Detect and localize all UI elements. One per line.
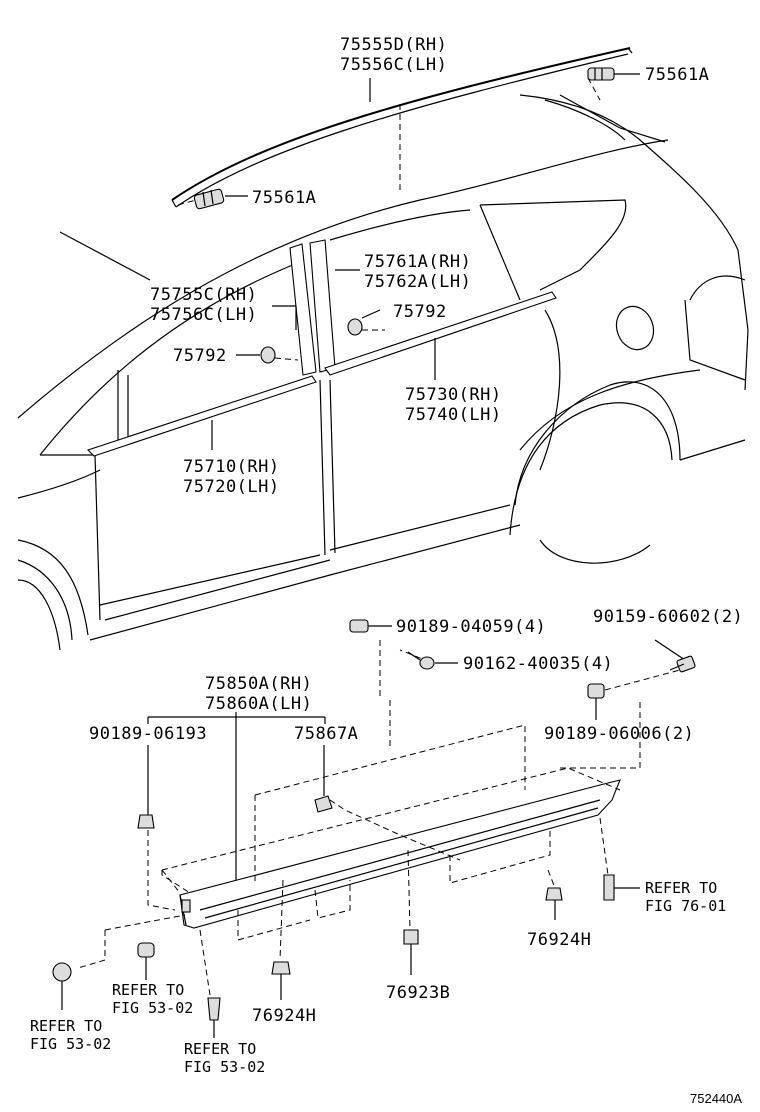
label-refer-53-b-line1: REFER TO	[112, 981, 184, 999]
label-refer-53-b-line2: FIG 53-02	[112, 999, 193, 1017]
label-90189-04059: 90189-04059(4)	[396, 617, 546, 637]
label-75761-rh: 75761A(RH)	[364, 252, 471, 272]
belt-molding-75730	[324, 291, 557, 380]
vehicle-body	[17, 94, 749, 651]
figure-id: 752440A	[690, 1091, 742, 1106]
clip-75867a	[314, 745, 333, 813]
label-refer-53-a-line2: FIG 53-02	[30, 1035, 111, 1053]
label-refer-53-c-line1: REFER TO	[184, 1040, 256, 1058]
part-labels: 75555D(RH) 75556C(LH) 75561A 75561A 7576…	[30, 35, 743, 1106]
screw-90162-40035	[407, 651, 458, 670]
label-refer-53-c-line2: FIG 53-02	[184, 1058, 265, 1076]
clip-75792-left	[236, 346, 299, 364]
rocker-molding-75850	[179, 779, 621, 929]
label-90162-40035: 90162-40035(4)	[463, 654, 613, 674]
label-75730-lh: 75740(LH)	[405, 405, 502, 425]
label-75710-lh: 75720(LH)	[183, 477, 280, 497]
label-76923b: 76923B	[386, 983, 450, 1003]
screw-refer-53-a	[52, 962, 72, 1010]
label-90189-06193: 90189-06193	[89, 724, 207, 744]
label-76924h-right: 76924H	[527, 930, 591, 950]
label-90189-06006: 90189-06006(2)	[544, 724, 694, 744]
label-75755-lh: 75756C(LH)	[150, 305, 257, 325]
roof-molding	[171, 47, 633, 208]
clip-75561a-left	[177, 188, 248, 210]
clip-90189-04059	[349, 619, 392, 633]
clip-75792-right	[347, 309, 385, 336]
screw-90159-60602	[654, 639, 696, 673]
callout-bracket-75850	[147, 712, 326, 880]
clip-76924h-left	[271, 961, 291, 1000]
label-75792-right: 75792	[393, 302, 447, 322]
screw-refer-53-c	[207, 997, 221, 1038]
clip-refer-53-b	[137, 942, 155, 980]
label-75850-lh: 75860A(LH)	[205, 694, 312, 714]
label-75555-rh: 75555D(RH)	[340, 35, 447, 55]
label-90159-60602: 90159-60602(2)	[593, 607, 743, 627]
label-76924h-left: 76924H	[252, 1006, 316, 1026]
label-75850-rh: 75850A(RH)	[205, 674, 312, 694]
label-75561a-left: 75561A	[252, 188, 316, 208]
clip-locator-lines	[77, 640, 681, 996]
label-75710-rh: 75710(RH)	[183, 457, 280, 477]
pillar-garnish-75755	[272, 243, 317, 376]
label-75755-rh: 75755C(RH)	[150, 285, 257, 305]
screw-refer-76	[603, 874, 640, 901]
clip-75561a-top	[587, 67, 640, 81]
label-75561a-top: 75561A	[645, 65, 709, 85]
label-75792-left: 75792	[173, 346, 227, 366]
clip-76923b	[403, 929, 419, 975]
label-75730-rh: 75730(RH)	[405, 385, 502, 405]
clip-90189-06193	[137, 745, 155, 829]
label-75867a: 75867A	[294, 724, 358, 744]
belt-molding-75710	[86, 375, 317, 457]
pillar-garnish-75761	[309, 239, 360, 373]
clip-76924h-right	[545, 887, 563, 920]
label-refer-53-a-line1: REFER TO	[30, 1017, 102, 1035]
label-75761-lh: 75762A(LH)	[364, 272, 471, 292]
label-75555-lh: 75556C(LH)	[340, 55, 447, 75]
clip-90189-06006	[587, 683, 605, 720]
label-refer-76-line1: REFER TO	[645, 879, 717, 897]
label-refer-76-line2: FIG 76-01	[645, 897, 726, 915]
